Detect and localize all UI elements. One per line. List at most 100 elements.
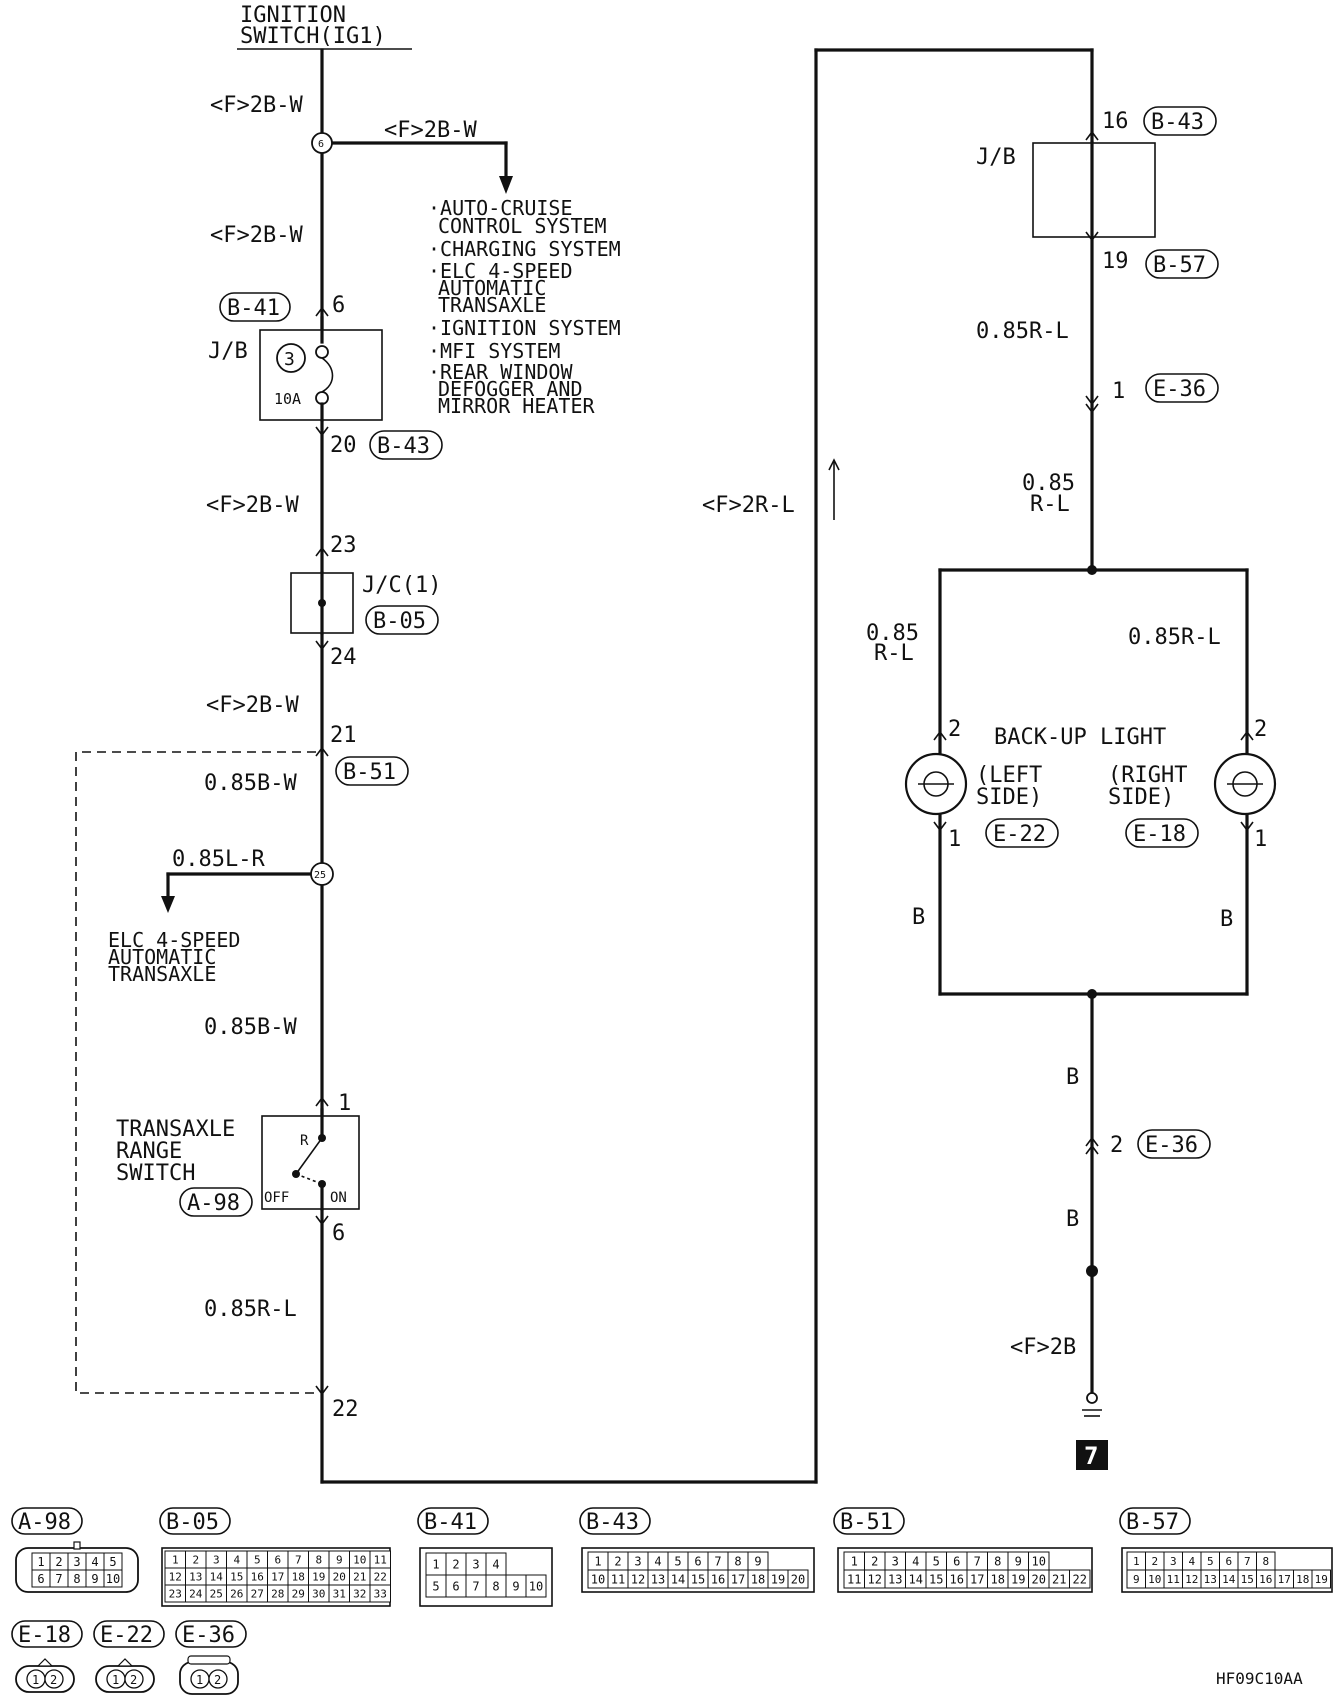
legend-pin-label: 19 — [1011, 1572, 1025, 1586]
legend-pin-label: 4 — [1188, 1555, 1195, 1568]
legend-pin-label: 8 — [492, 1579, 499, 1593]
legend-pin-label: 23 — [169, 1587, 182, 1600]
legend-pin-label: 7 — [714, 1554, 721, 1568]
legend-e18-pin1: 1 — [32, 1673, 39, 1687]
wire-label-f2bw-1: <F>2B-W — [210, 93, 303, 118]
branch-system-line: CONTROL SYSTEM — [438, 214, 607, 238]
legend-pin-label: 11 — [1167, 1573, 1180, 1586]
wire-label-rl-left: R-L — [874, 641, 914, 666]
legend-e18-pin2: 2 — [50, 1673, 57, 1687]
branch-system-line: ·CHARGING SYSTEM — [428, 237, 621, 261]
branch-system-line: ·IGNITION SYSTEM — [428, 316, 621, 340]
b51-connection: 21 B-51 — [75, 723, 409, 1394]
legend-pin-label: 1 — [432, 1557, 439, 1571]
ground-branch: B 2 E-36 B <F>2B 7 — [1010, 992, 1211, 1470]
legend-pin-label: 5 — [432, 1579, 439, 1593]
jb-right-box — [1032, 142, 1156, 238]
connector-arrow-up-icon — [933, 730, 947, 741]
legend-connector-e22: 1 2 — [95, 1658, 155, 1693]
legend-pin-label: 22 — [1073, 1572, 1087, 1586]
connector-label-e36-bottom: E-36 — [1145, 1133, 1198, 1158]
legend-pin-label: 10 — [591, 1572, 605, 1586]
splice-25-label: 25 — [314, 870, 326, 881]
legend-pin-label: 33 — [374, 1587, 387, 1600]
splice-6-label: 6 — [318, 139, 324, 150]
pin-label-19: 19 — [1102, 249, 1129, 274]
legend-label-b41: B-41 — [424, 1510, 477, 1535]
legend-pin-label: 16 — [950, 1572, 964, 1586]
legend-tag-b05 — [159, 1507, 231, 1535]
legend-pin-label: 11 — [374, 1553, 387, 1566]
ignition-label-line1: IGNITION — [240, 3, 346, 28]
legend-tag-a98 — [11, 1507, 83, 1535]
legend-e22-pin2: 2 — [130, 1673, 137, 1687]
legend-pin-label: 10 — [106, 1572, 120, 1586]
connector-label-b41: B-41 — [227, 296, 280, 321]
splice-25-branch: 25 0.85L-R ELC 4-SPEED AUTOMATIC TRANSAX… — [108, 847, 334, 986]
connector-arrow-up-icon — [1085, 1144, 1099, 1155]
legend-pin-label: 6 — [953, 1554, 960, 1568]
branch-system-line: MIRROR HEATER — [438, 394, 595, 418]
legend-pin-label: 1 — [594, 1554, 601, 1568]
legend-pin-label: 14 — [671, 1572, 685, 1586]
wire-label-085-top: 0.85 — [1022, 471, 1075, 496]
legend-connector-e18: 1 2 — [15, 1658, 75, 1693]
legend-pin-label: 17 — [271, 1570, 284, 1583]
connector-arrow-down-icon — [1085, 403, 1099, 414]
legend-tag-b41 — [417, 1507, 489, 1535]
wire-label-085rl-loop: 0.85R-L — [1128, 625, 1221, 650]
legend-pin-label: 9 — [1133, 1573, 1140, 1586]
legend-pin-label: 13 — [189, 1570, 202, 1583]
legend-pin-label: 6 — [1225, 1555, 1232, 1568]
ground-number-badge — [1076, 1440, 1108, 1470]
pin-label-16: 16 — [1102, 109, 1129, 134]
legend-pin-label: 31 — [333, 1587, 346, 1600]
legend-pin-label: 18 — [292, 1570, 305, 1583]
connector-arrow-down-icon — [1240, 821, 1254, 832]
connector-tag-e18 — [1125, 818, 1199, 848]
legend-pin-label: 20 — [333, 1570, 346, 1583]
legend-pin-label: 8 — [1262, 1555, 1269, 1568]
backup-light-title: BACK-UP LIGHT — [994, 725, 1166, 750]
legend-pin-label: 6 — [694, 1554, 701, 1568]
legend-pin-label: 5 — [1207, 1555, 1214, 1568]
wire-label-085rl-left: 0.85R-L — [204, 1297, 297, 1322]
connector-label-e36-top: E-36 — [1153, 377, 1206, 402]
connector-arrow-up-icon — [1085, 130, 1099, 141]
legend-tag-b57 — [1119, 1507, 1191, 1535]
legend-pin-label: 8 — [994, 1554, 1001, 1568]
wire-label-f2bw-4: <F>2B-W — [206, 693, 299, 718]
connector-arrow-down-icon — [1085, 395, 1099, 406]
connector-label-e22: E-22 — [993, 822, 1046, 847]
range-switch-label-line2: RANGE — [116, 1139, 182, 1164]
pin-label-1: 1 — [338, 1091, 351, 1116]
pin-label-6-switch: 6 — [332, 1221, 345, 1246]
legend-pin-label: 28 — [271, 1587, 284, 1600]
legend-pin-label: 21 — [353, 1570, 366, 1583]
legend-pin-label: 14 — [909, 1572, 923, 1586]
pin-label-1-left: 1 — [948, 827, 961, 852]
transaxle-range-switch: 1 TRANSAXLE RANGE SWITCH R OFF ON A-98 6 — [116, 1091, 360, 1246]
legend-pin-label: 12 — [868, 1572, 882, 1586]
backup-light-circuit: 0.85 R-L 0.85R-L 2 1 2 1 BACK-UP LIGHT (… — [866, 565, 1277, 999]
junction-block-right: 16 B-43 J/B 19 B-57 — [976, 106, 1219, 279]
backup-light-left-line1: (LEFT — [976, 763, 1042, 788]
legend-connector-e36: 1 2 — [179, 1655, 239, 1695]
connector-tag-e22 — [985, 818, 1059, 848]
legend-pin-label: 10 — [1032, 1554, 1046, 1568]
connector-arrow-up-icon — [1085, 1136, 1099, 1147]
ground-number: 7 — [1084, 1442, 1098, 1470]
main-left-wire — [320, 48, 1094, 1484]
legend-pin-label: 13 — [888, 1572, 902, 1586]
connector-tag-b41 — [219, 292, 291, 322]
ignition-switch: IGNITION SWITCH(IG1) — [237, 3, 412, 50]
legend-pin-label: 6 — [274, 1553, 281, 1566]
legend-pin-label: 17 — [731, 1572, 745, 1586]
fuse-terminal-top — [315, 345, 329, 359]
dashed-shield-loop — [75, 751, 316, 1394]
legend-pin-label: 3 — [213, 1553, 220, 1566]
legend-pin-label: 5 — [109, 1555, 116, 1569]
